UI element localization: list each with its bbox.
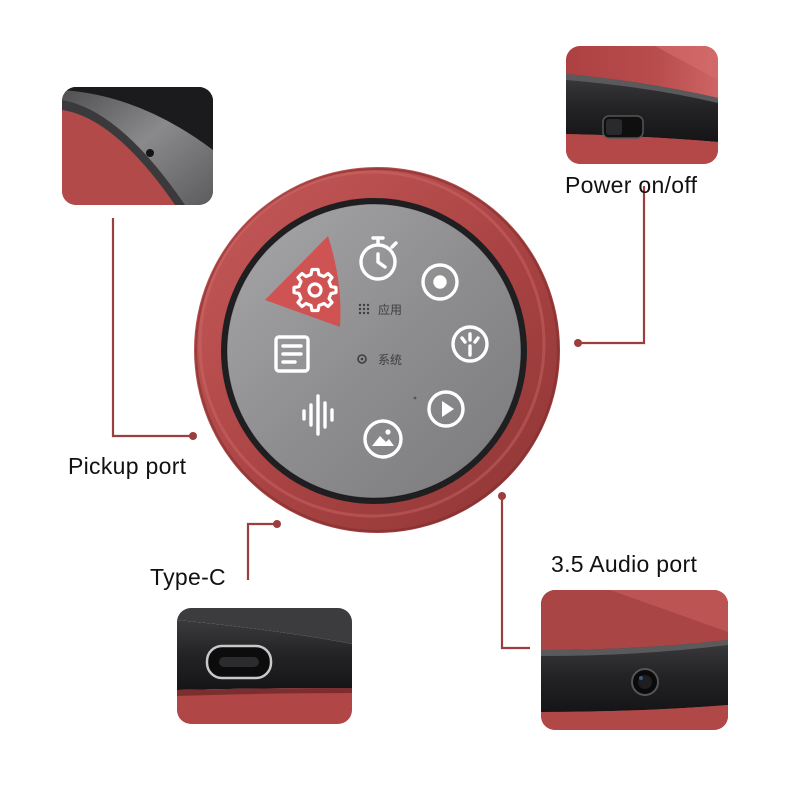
label-type-c: Type-C xyxy=(150,564,226,590)
thumbnail-audio-port xyxy=(541,590,728,730)
callout-dot-power xyxy=(574,339,582,347)
label-power: Power on/off xyxy=(565,172,698,198)
callout-line-typec xyxy=(246,522,277,580)
play-icon[interactable] xyxy=(427,390,465,428)
apps-label: 应用 xyxy=(378,302,402,317)
thumbnail-pickup-port xyxy=(62,87,213,205)
gauge-icon[interactable] xyxy=(451,325,489,363)
callout-dot-typec xyxy=(273,520,281,528)
callout-line-power xyxy=(578,186,646,345)
thumbnail-type-c xyxy=(177,608,352,724)
stopwatch-icon[interactable] xyxy=(359,236,398,281)
system-label: 系统 xyxy=(378,353,402,367)
callout-dot-pickup xyxy=(189,432,197,440)
callout-lines xyxy=(111,186,646,650)
callout-line-pickup xyxy=(111,218,193,438)
system-gear-small-icon xyxy=(357,354,367,364)
apps-section-icon xyxy=(358,303,370,315)
document-icon[interactable] xyxy=(274,335,310,373)
disc-icon[interactable] xyxy=(421,263,459,301)
waveform-icon[interactable] xyxy=(302,394,334,436)
pickup-hole-icon xyxy=(146,149,154,157)
image-icon[interactable] xyxy=(363,419,403,459)
thumbnail-power xyxy=(566,46,718,164)
callout-dot-audio xyxy=(498,492,506,500)
gear-icon[interactable] xyxy=(292,267,338,313)
label-audio-port: 3.5 Audio port xyxy=(551,551,698,577)
callout-line-audio xyxy=(500,496,530,650)
label-pickup-port: Pickup port xyxy=(68,453,187,479)
callout-dots xyxy=(189,339,582,528)
device-main: 应用 系统 xyxy=(194,167,560,533)
